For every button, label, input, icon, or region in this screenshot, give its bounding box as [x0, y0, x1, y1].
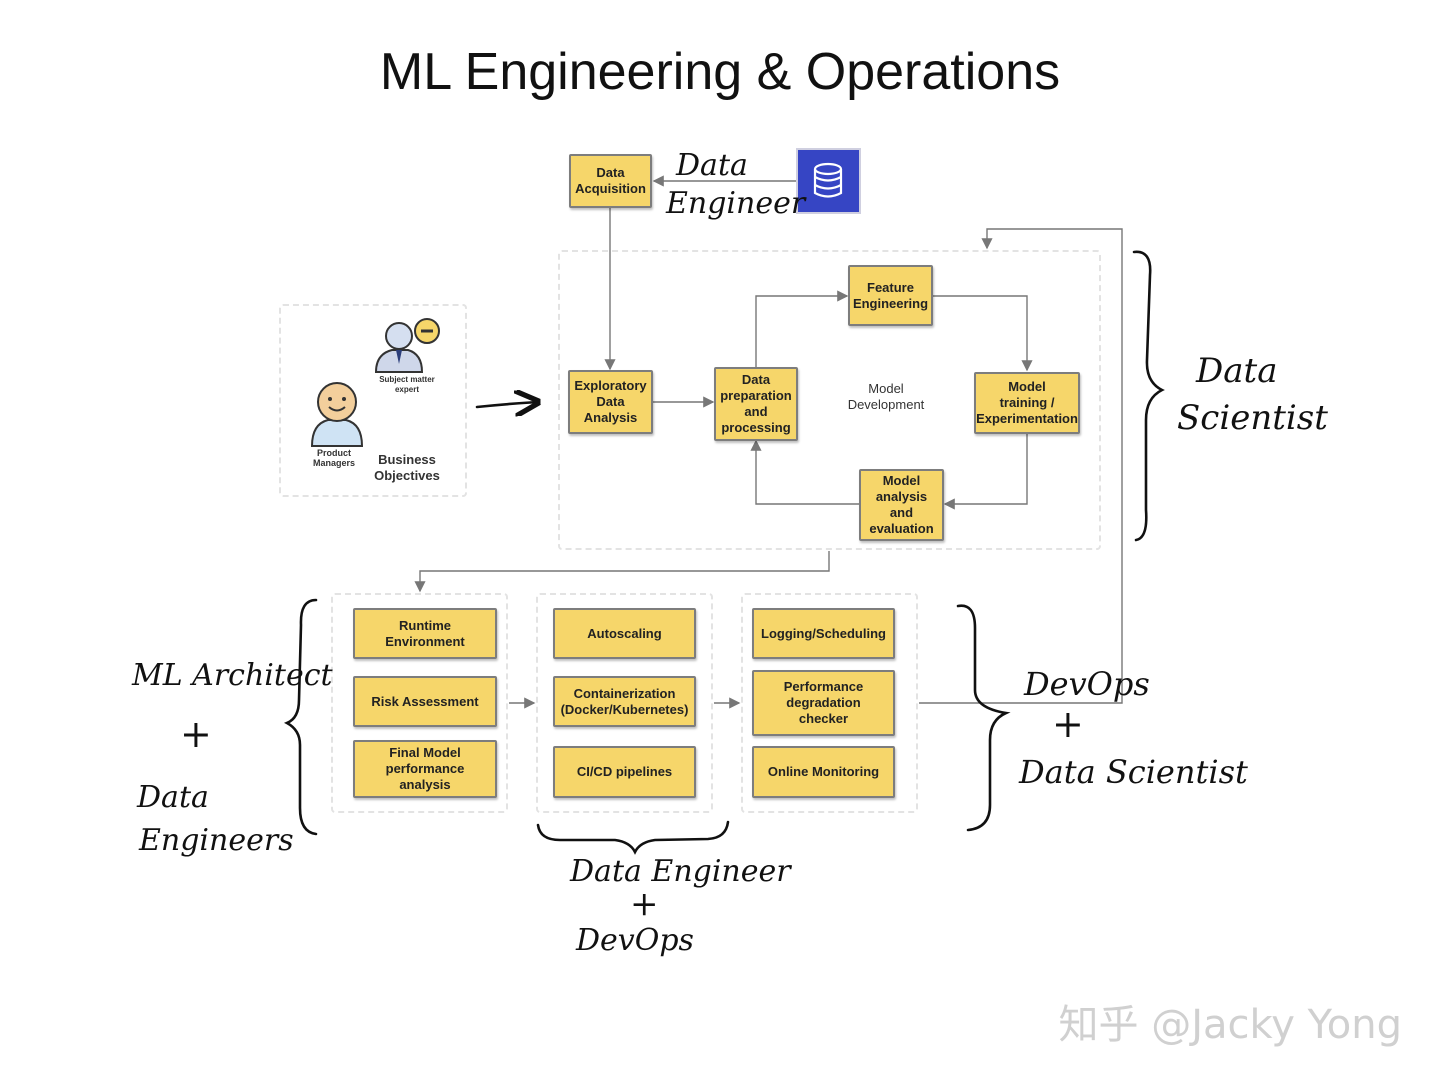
arrow-dev-to-deployment	[414, 551, 830, 593]
annotation-data-engineer-top-2: Engineer	[666, 186, 806, 221]
node-risk-assessment: Risk Assessment	[353, 676, 497, 727]
node-performance-degradation: Performance degradation checker	[752, 670, 895, 736]
business-objectives-group	[279, 304, 467, 497]
annotation-data-engineers-1: Data	[137, 780, 209, 815]
brace-data-scientist	[1132, 250, 1165, 542]
database-icon	[796, 148, 861, 214]
subject-matter-expert-icon	[370, 316, 442, 376]
node-logging-scheduling: Logging/Scheduling	[752, 608, 895, 659]
annotation-data-scientist-right: Data Scientist	[1019, 753, 1248, 791]
arrow-analysis-to-prep	[750, 439, 860, 505]
annotation-data-engineers-2: Engineers	[139, 823, 294, 858]
node-data-preparation: Data preparation and processing	[714, 367, 798, 441]
annotation-data-engineer-bottom: Data Engineer	[570, 854, 791, 889]
label-model-development: Model Development	[847, 381, 925, 412]
node-online-monitoring: Online Monitoring	[752, 746, 895, 798]
product-manager-icon	[308, 378, 366, 448]
node-final-model-performance: Final Model performance analysis	[353, 740, 497, 798]
node-data-acquisition: Data Acquisition	[569, 154, 652, 208]
node-model-training: Model training / Experimentation	[974, 372, 1080, 434]
arrow-feature-to-training	[933, 295, 1033, 372]
arrow-feedback-loop	[919, 228, 1123, 704]
node-model-analysis: Model analysis and evaluation	[859, 469, 944, 541]
label-business-objectives: Business Objectives	[374, 452, 440, 483]
brace-ml-architect	[283, 598, 318, 836]
deployment-group-2	[536, 593, 713, 813]
label-subject-matter-expert: Subject matter expert	[379, 375, 435, 394]
annotation-plus-right: +	[1052, 702, 1084, 746]
model-development-group	[558, 250, 1101, 550]
annotation-devops-bottom: DevOps	[576, 923, 694, 958]
brace-devops	[956, 604, 1011, 832]
arrow-training-to-analysis	[943, 434, 1028, 510]
node-runtime-environment: Runtime Environment	[353, 608, 497, 659]
node-cicd-pipelines: CI/CD pipelines	[553, 746, 696, 798]
node-exploratory-data-analysis: Exploratory Data Analysis	[568, 370, 653, 434]
annotation-data-scientist-2: Scientist	[1177, 398, 1328, 438]
annotation-ml-architect: ML Architect	[132, 658, 333, 693]
brace-bottom	[536, 820, 730, 855]
deployment-group-3	[741, 593, 918, 813]
annotation-data-scientist-1: Data	[1196, 351, 1278, 391]
annotation-plus-left: +	[180, 712, 212, 756]
annotation-devops-right: DevOps	[1024, 665, 1150, 703]
label-product-managers: Product Managers	[312, 448, 356, 468]
hand-arrow-business-to-eda	[475, 402, 538, 407]
node-feature-engineering: Feature Engineering	[848, 265, 933, 326]
node-autoscaling: Autoscaling	[553, 608, 696, 659]
node-containerization: Containerization (Docker/Kubernetes)	[553, 676, 696, 727]
watermark: 知乎 @Jacky Yong	[1058, 1002, 1402, 1048]
annotation-plus-bottom: +	[630, 884, 659, 924]
arrow-prep-to-feature	[755, 290, 849, 367]
deployment-group-1	[331, 593, 508, 813]
diagram-title: ML Engineering & Operations	[379, 43, 1061, 101]
annotation-data-engineer-top-1: Data	[676, 148, 748, 183]
